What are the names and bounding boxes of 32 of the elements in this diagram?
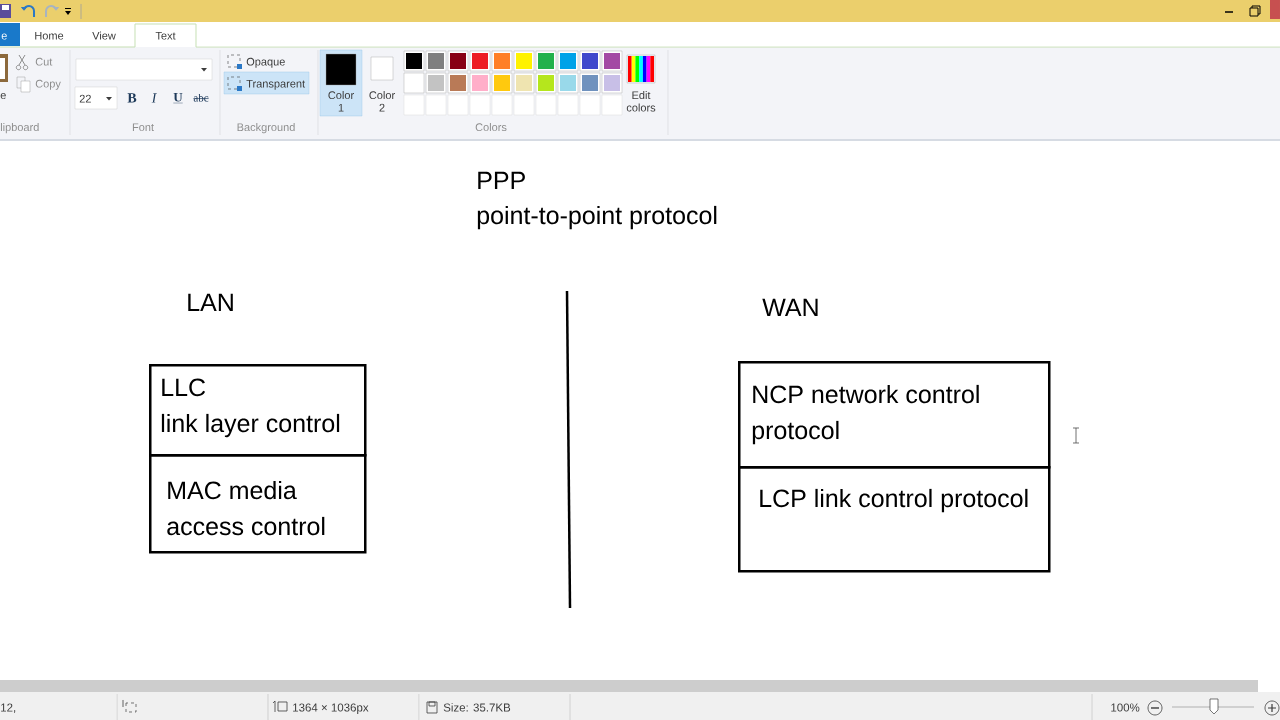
italic-label: I bbox=[151, 93, 157, 103]
color-button: Color 1 bbox=[319, 49, 363, 117]
zoom-level-text: 100% bbox=[1111, 703, 1140, 712]
button-label: Copy bbox=[35, 79, 61, 90]
file-tab: e bbox=[0, 23, 20, 46]
button-label: e bbox=[0, 93, 6, 100]
section-label: WAN bbox=[762, 298, 818, 316]
layer-box: MAC media access control bbox=[149, 454, 367, 554]
tab: Text bbox=[134, 23, 197, 48]
button-label: Edit colors bbox=[626, 91, 656, 112]
button-label: Cut bbox=[35, 57, 53, 66]
button-label: Opaque bbox=[246, 57, 285, 68]
status-text: 1364 × 1036px bbox=[293, 703, 369, 714]
group-label: lipboard bbox=[0, 123, 39, 134]
size-field: 22 bbox=[74, 86, 118, 110]
status-text: 12, bbox=[1, 703, 16, 713]
layer-box: NCP network control protocol bbox=[738, 361, 1051, 469]
layer-box: LCP link control protocol bbox=[738, 466, 1051, 573]
subheading: point-to-point protocol bbox=[477, 205, 717, 230]
group-label: Font bbox=[132, 123, 154, 132]
transparent-button: Transparent bbox=[223, 71, 310, 95]
tab-label: View bbox=[92, 31, 116, 40]
group-label: Background bbox=[237, 123, 295, 134]
group-label: Colors bbox=[475, 123, 507, 132]
button-label: Color 2 bbox=[369, 91, 395, 112]
underline-button: U bbox=[173, 93, 183, 104]
bold-label: B bbox=[127, 93, 137, 103]
status-text: Size: 35.7KB bbox=[443, 703, 511, 712]
tab-label: Home bbox=[35, 31, 64, 40]
layer-box: LLC link layer control bbox=[149, 364, 367, 457]
section-label: LAN bbox=[188, 293, 233, 311]
heading: PPP bbox=[478, 171, 525, 189]
